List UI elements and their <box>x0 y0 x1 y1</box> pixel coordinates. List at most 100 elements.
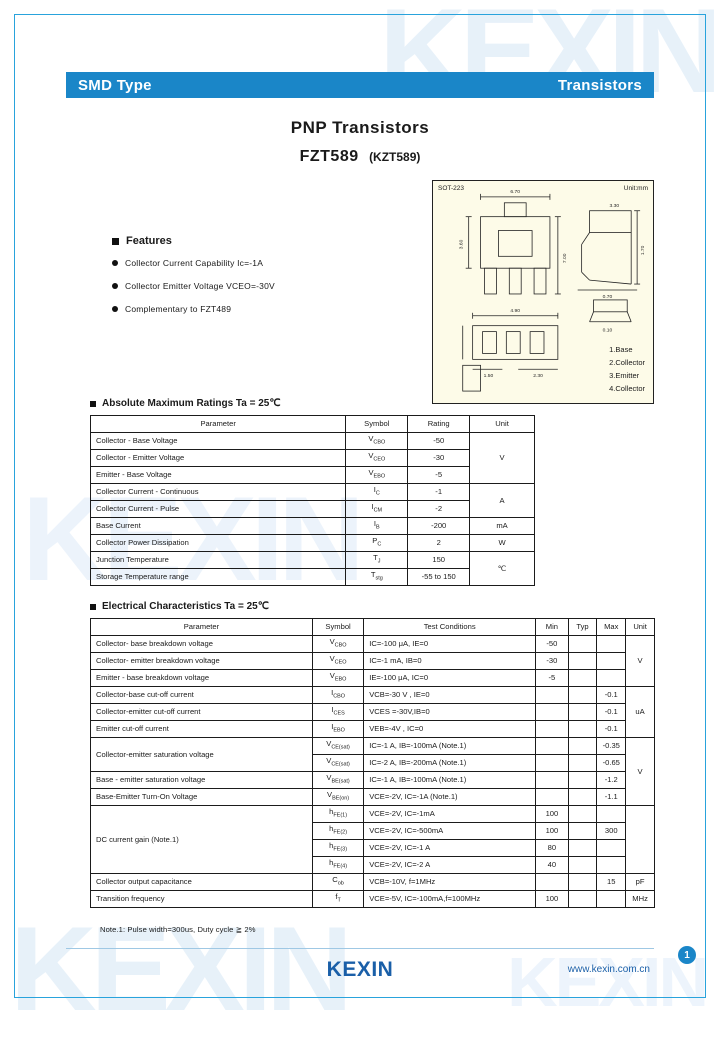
cell-conditions: VCB=-10V, f=1MHz <box>363 873 537 891</box>
cell-max <box>596 652 627 670</box>
feature-item-label: Complementary to FZT489 <box>125 304 232 314</box>
cell-symbol: hFE(2) <box>311 822 365 840</box>
package-drawing-panel: SOT-223 Unit:mm <box>432 180 654 404</box>
cell-symbol: VCE(sat) <box>311 737 365 755</box>
cell-min: -50 <box>535 635 569 653</box>
cell-symbol: VBE(sat) <box>311 771 365 789</box>
cell-symbol: hFE(4) <box>311 856 365 874</box>
cell-parameter: Collector output capacitance <box>90 873 313 891</box>
svg-text:1.70: 1.70 <box>640 245 646 255</box>
cell-symbol: VCEO <box>345 449 409 467</box>
pin-legend-item: 4.Collector <box>609 384 645 393</box>
cell-typ <box>567 771 598 789</box>
bullet-dot-icon <box>112 260 118 266</box>
cell-symbol: hFE(1) <box>311 805 365 823</box>
cell-parameter: Collector-emitter saturation voltage <box>90 737 313 772</box>
column-header: Symbol <box>311 618 365 636</box>
cell-conditions: VCE=-2V, IC=-1mA <box>363 805 537 823</box>
table-row: Storage Temperature range Tstg -55 to 15… <box>89 568 535 586</box>
cell-min <box>535 737 569 755</box>
cell-parameter: Junction Temperature <box>89 551 347 569</box>
cell-max: -0.65 <box>596 754 627 772</box>
cell-symbol: ICES <box>311 703 365 721</box>
cell-symbol: VCBO <box>345 432 409 450</box>
cell-symbol: IC <box>345 483 409 501</box>
svg-text:4.90: 4.90 <box>510 308 520 314</box>
features-heading-label: Features <box>126 235 172 247</box>
package-outline-drawing: 6.70 3.60 7.00 3.30 1.70 0.70 4.90 1.50 … <box>459 189 646 392</box>
cell-symbol: VBE(on) <box>311 788 365 806</box>
cell-min: 100 <box>535 822 569 840</box>
absolute-ratings-caption: Absolute Maximum Ratings Ta = 25℃ <box>90 398 281 409</box>
cell-max <box>596 805 627 823</box>
cell-parameter: Collector-emitter cut-off current <box>90 703 313 721</box>
table-row: Collector-base cut-off current ICBO VCB=… <box>90 686 655 738</box>
cell-conditions: VCB=-30 V , IE=0 <box>363 686 537 704</box>
svg-text:7.00: 7.00 <box>562 253 568 263</box>
cell-max <box>596 669 627 687</box>
bullet-square-icon <box>90 400 96 407</box>
footer-logo-label: KEXIN <box>326 958 394 981</box>
cell-parameter: Collector - Emitter Voltage <box>89 449 347 467</box>
cell-parameter: Base-Emitter Turn-On Voltage <box>90 788 313 806</box>
cell-min: 80 <box>535 839 569 857</box>
table-header-row: Parameter Symbol Test Conditions Min Typ… <box>90 618 655 636</box>
bullet-square-icon <box>90 603 96 610</box>
table-row: Collector - Base Voltage VCBO -50 V <box>89 432 535 484</box>
table-row: Collector-emitter cut-off current ICES V… <box>90 703 655 721</box>
cell-parameter: DC current gain (Note.1) <box>90 805 313 874</box>
cell-typ <box>567 890 598 908</box>
svg-text:1.50: 1.50 <box>484 373 494 379</box>
cell-parameter: Collector- emitter breakdown voltage <box>90 652 313 670</box>
header-bar: SMD Type Transistors <box>66 72 654 98</box>
feature-item: Collector Emitter Voltage VCEO=-30V <box>112 281 412 291</box>
footer-divider <box>66 948 654 949</box>
cell-min <box>535 771 569 789</box>
cell-conditions: IC=-2 A, IB=-200mA (Note.1) <box>363 754 537 772</box>
pin-legend-item: 1.Base <box>609 345 633 354</box>
table-row: Collector-emitter saturation voltage VCE… <box>90 737 655 806</box>
cell-typ <box>567 839 598 857</box>
table-row: Collector output capacitance Cob VCB=-10… <box>90 873 655 891</box>
cell-min <box>535 788 569 806</box>
cell-rating: -50 <box>407 432 471 450</box>
cell-unit: V <box>625 737 655 806</box>
table-row: Base-Emitter Turn-On Voltage VBE(on) VCE… <box>90 788 655 806</box>
cell-unit: uA <box>625 686 655 738</box>
cell-typ <box>567 856 598 874</box>
cell-min: 40 <box>535 856 569 874</box>
package-unit-label: Unit:mm <box>623 185 648 192</box>
cell-unit: V <box>469 432 535 484</box>
table-row: Junction Temperature TJ 150 ℃ <box>89 551 535 586</box>
cell-conditions: VCE=-2V, IC=-1A (Note.1) <box>363 788 537 806</box>
cell-symbol: PC <box>345 534 409 552</box>
cell-parameter: Collector - Base Voltage <box>89 432 347 450</box>
cell-parameter: Base - emitter saturation voltage <box>90 771 313 789</box>
cell-parameter: Collector Current - Continuous <box>89 483 347 501</box>
table-row: Transition frequency fT VCE=-5V, IC=-100… <box>90 890 655 908</box>
absolute-ratings-caption-label: Absolute Maximum Ratings Ta = 25℃ <box>102 398 281 409</box>
footer-url[interactable]: www.kexin.com.cn <box>567 964 650 975</box>
cell-symbol: IEBO <box>311 720 365 738</box>
cell-max <box>596 839 627 857</box>
table-row: Emitter cut-off current IEBO VEB=-4V , I… <box>90 720 655 738</box>
column-header: Test Conditions <box>363 618 537 636</box>
cell-symbol: ICBO <box>311 686 365 704</box>
cell-conditions: VEB=-4V , IC=0 <box>363 720 537 738</box>
cell-min: 100 <box>535 805 569 823</box>
cell-typ <box>567 822 598 840</box>
bullet-dot-icon <box>112 306 118 312</box>
cell-max: -0.35 <box>596 737 627 755</box>
cell-conditions: IC=-1 A, IB=-100mA (Note.1) <box>363 737 537 755</box>
cell-typ <box>567 805 598 823</box>
cell-rating: -30 <box>407 449 471 467</box>
electrical-characteristics-caption: Electrical Characteristics Ta = 25℃ <box>90 601 269 612</box>
electrical-characteristics-table: Parameter Symbol Test Conditions Min Typ… <box>90 618 655 908</box>
cell-min: -30 <box>535 652 569 670</box>
cell-min: -5 <box>535 669 569 687</box>
cell-conditions: IC=-1 mA, IB=0 <box>363 652 537 670</box>
table-row: DC current gain (Note.1) hFE(1) VCE=-2V,… <box>90 805 655 874</box>
cell-symbol: IB <box>345 517 409 535</box>
cell-max: 15 <box>596 873 627 891</box>
cell-unit: V <box>625 635 655 687</box>
